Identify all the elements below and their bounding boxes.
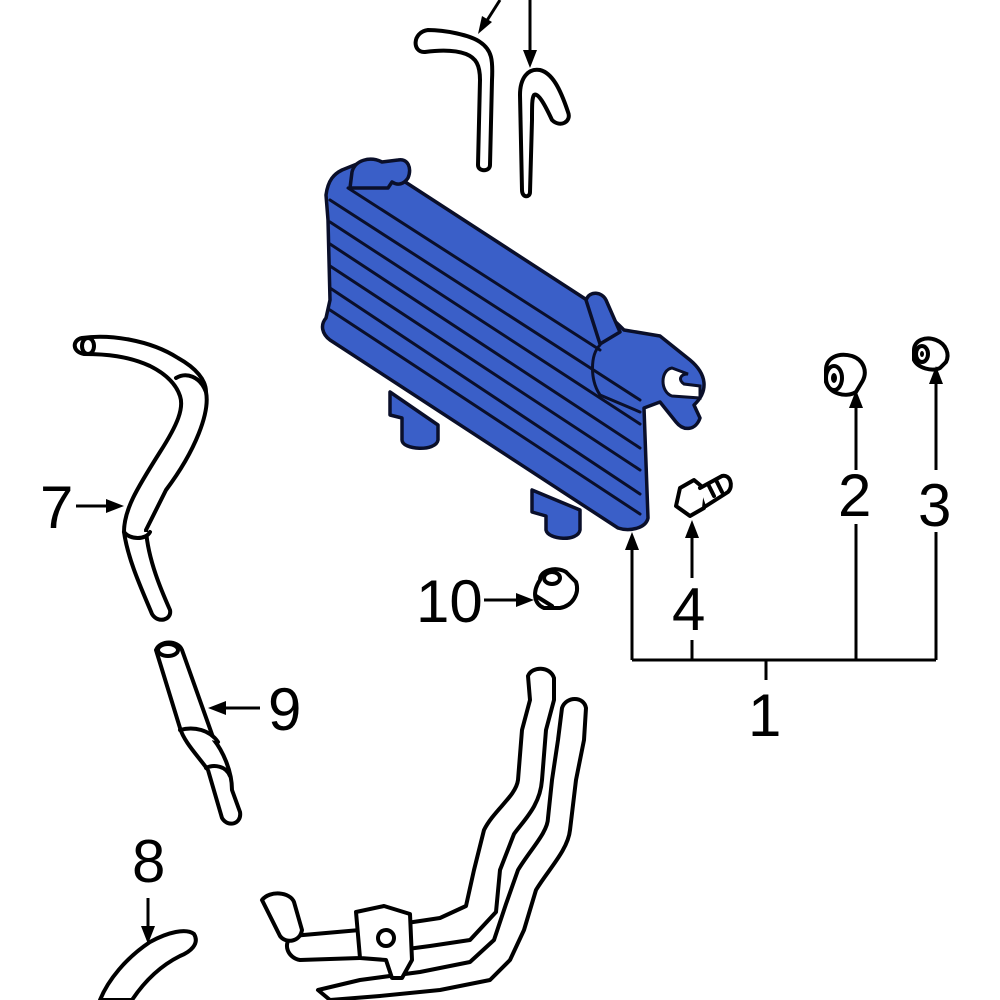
part-7-hose: [72, 334, 209, 622]
leader-9: [208, 701, 260, 715]
leader-upper-left: [478, 0, 502, 34]
leader-7: [76, 499, 124, 513]
part-2-grommet: [824, 352, 867, 397]
part-4-bolt: [674, 473, 733, 518]
leader-upper-right: [523, 0, 537, 68]
callout-9: 9: [268, 676, 301, 743]
callout-2: 2: [838, 462, 871, 529]
leader-10: [484, 593, 534, 607]
leader-3: [929, 366, 943, 470]
leader-2: [849, 390, 863, 470]
leader-1-bracket: [625, 524, 938, 680]
oil-cooler: [320, 157, 706, 540]
upper-hose-right: [518, 67, 571, 199]
callout-3: 3: [918, 472, 951, 539]
upper-hose-left: [413, 28, 495, 173]
part-9-hose: [154, 640, 243, 826]
part-3-nut: [912, 336, 950, 372]
callout-7: 7: [40, 474, 73, 541]
callout-8: 8: [132, 828, 165, 895]
callout-1: 1: [748, 682, 781, 749]
part-10-clamp: [533, 567, 579, 610]
callout-4: 4: [672, 576, 705, 643]
lower-pipe-assembly: [260, 666, 588, 1000]
part-8-hose: [98, 929, 198, 1000]
leader-8: [141, 898, 155, 944]
leader-4: [685, 520, 699, 578]
callout-10: 10: [416, 568, 483, 635]
